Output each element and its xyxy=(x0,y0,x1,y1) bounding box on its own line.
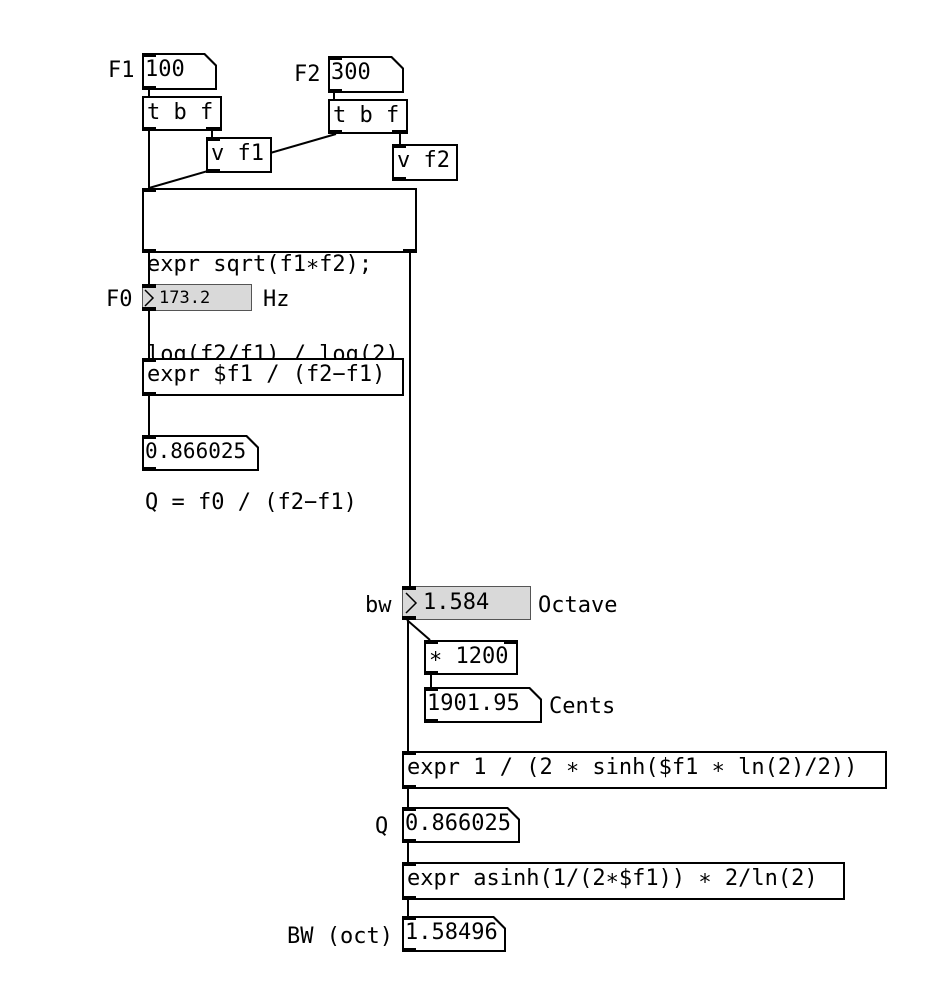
v-f1-inlet[interactable] xyxy=(206,137,220,141)
bw-outlet[interactable] xyxy=(402,616,416,620)
trigger-f1-outlet-left[interactable] xyxy=(142,127,156,131)
outlet[interactable] xyxy=(142,86,156,90)
expr-q-inlet[interactable] xyxy=(142,358,156,362)
inlet[interactable] xyxy=(328,56,342,60)
number-box-triangle-icon xyxy=(144,289,155,307)
f0-number-box[interactable]: 173.2 xyxy=(142,284,252,311)
expr-sqrt-log-object[interactable]: expr sqrt(f1∗f2); log(f2/f1) / log(2) xyxy=(142,188,417,367)
value-object-f2[interactable]: v f2 xyxy=(392,144,458,181)
label-cents: Cents xyxy=(549,694,616,719)
label-hz: Hz xyxy=(263,287,290,312)
inlet[interactable] xyxy=(402,807,416,811)
trigger-object-f1[interactable]: t b f xyxy=(142,96,222,131)
label-f0: F0 xyxy=(106,287,133,312)
inlet[interactable] xyxy=(142,53,156,57)
outlet[interactable] xyxy=(402,948,416,952)
expr-q-from-bw-object[interactable]: expr 1 / (2 ∗ sinh($f1 ∗ ln(2)/2)) xyxy=(402,751,887,789)
inlet[interactable] xyxy=(424,687,438,691)
v-f1-outlet[interactable] xyxy=(206,169,220,173)
f1-number-atom[interactable]: 100 xyxy=(142,53,217,90)
mul-inlet-right[interactable] xyxy=(504,640,518,644)
multiply-1200-object[interactable]: ∗ 1200 xyxy=(424,640,518,675)
label-f1: F1 xyxy=(108,58,135,83)
label-bw: bw xyxy=(365,593,392,618)
outlet[interactable] xyxy=(328,89,342,93)
f0-inlet[interactable] xyxy=(142,284,156,288)
expr-bw-from-q-inlet[interactable] xyxy=(402,862,416,866)
expr-main-inlet[interactable] xyxy=(142,188,156,192)
expr-main-line-1: expr sqrt(f1∗f2); xyxy=(147,252,373,277)
expr-q-from-bw-outlet[interactable] xyxy=(402,785,416,789)
f2-number-atom[interactable]: 300 xyxy=(328,56,404,93)
expr-bw-from-q-object[interactable]: expr asinh(1/(2∗$f1)) ∗ 2/ln(2) xyxy=(402,862,845,900)
trigger-f2-outlet-left[interactable] xyxy=(328,130,342,134)
outlet[interactable] xyxy=(424,719,438,723)
trigger-f1-outlet-right[interactable] xyxy=(206,127,220,131)
number-box-triangle-icon xyxy=(405,592,418,614)
v-f2-inlet[interactable] xyxy=(392,144,406,148)
label-f2: F2 xyxy=(294,62,321,87)
label-octave: Octave xyxy=(538,593,618,618)
expr-bw-from-q-outlet[interactable] xyxy=(402,896,416,900)
trigger-f2-outlet-right[interactable] xyxy=(392,130,406,134)
bw-number-box[interactable]: 1.584 xyxy=(402,586,531,620)
expr-q-outlet[interactable] xyxy=(142,392,156,396)
outlet[interactable] xyxy=(402,839,416,843)
expr-q-object[interactable]: expr $f1 / (f2−f1) xyxy=(142,358,404,396)
cents-number-atom[interactable]: 1901.95 xyxy=(424,687,542,723)
outlet[interactable] xyxy=(142,467,156,471)
inlet[interactable] xyxy=(402,916,416,920)
label-bw-oct: BW (oct) xyxy=(287,924,393,949)
inlet[interactable] xyxy=(142,435,156,439)
q-formula-comment: Q = f0 / (f2−f1) xyxy=(145,490,357,515)
mul-outlet[interactable] xyxy=(424,671,438,675)
trigger-object-f2[interactable]: t b f xyxy=(328,99,408,134)
q-result-atom-1[interactable]: 0.866025 xyxy=(142,435,259,471)
value-object-f1[interactable]: v f1 xyxy=(206,137,272,173)
v-f2-outlet[interactable] xyxy=(392,177,406,181)
expr-q-from-bw-inlet[interactable] xyxy=(402,751,416,755)
f0-outlet[interactable] xyxy=(142,307,156,311)
bw-result-atom[interactable]: 1.58496 xyxy=(402,916,506,952)
mul-inlet-left[interactable] xyxy=(424,640,438,644)
expr-main-outlet-right[interactable] xyxy=(403,249,417,253)
q-result-atom-2[interactable]: 0.866025 xyxy=(402,807,520,843)
expr-main-outlet-left[interactable] xyxy=(142,249,156,253)
label-q: Q xyxy=(375,814,389,839)
bw-inlet[interactable] xyxy=(402,586,416,590)
